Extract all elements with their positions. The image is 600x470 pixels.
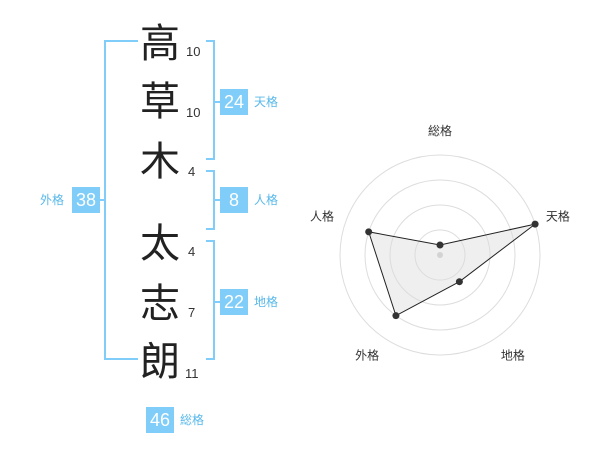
soukaku-value: 46: [146, 407, 174, 433]
jinkaku-value: 8: [220, 187, 248, 213]
radar-point: [436, 241, 444, 249]
radar-axis-label: 総格: [428, 123, 452, 138]
radar-point: [365, 228, 373, 236]
kanji-char-3: 木: [140, 139, 180, 185]
chikaku-label: 地格: [254, 295, 279, 309]
kanji-char-5: 志: [140, 281, 180, 327]
radar-axis-label: 地格: [501, 347, 525, 362]
kanji-strokes-5: 7: [188, 305, 196, 320]
radar-point: [392, 312, 400, 320]
kanji-strokes-4: 4: [188, 244, 196, 259]
kanji-strokes-1: 10: [186, 44, 201, 59]
radar-point: [455, 278, 463, 286]
kanji-char-6: 朗: [140, 339, 180, 385]
radar-polygon: [367, 223, 536, 317]
gaikaku-label: 外格: [40, 193, 65, 207]
kanji-strokes-6: 11: [185, 366, 199, 381]
radar-grid: [339, 154, 541, 356]
kanji-strokes-3: 4: [188, 164, 196, 179]
radar-ring: [389, 204, 491, 306]
kanji-char-2: 草: [140, 79, 180, 125]
kanji-char-1: 高: [140, 21, 180, 67]
kanji-char-4: 太: [140, 221, 180, 267]
radar-ring: [414, 229, 466, 281]
tenkaku-value: 24: [220, 89, 248, 115]
radar-ring: [364, 179, 516, 331]
gaikaku-value: 38: [72, 187, 100, 213]
radar-axis-label: 外格: [355, 347, 379, 362]
tenkaku-label: 天格: [254, 95, 279, 109]
soukaku-label: 総格: [180, 413, 205, 427]
jinkaku-label: 人格: [254, 193, 279, 207]
radar-center-dot: [437, 252, 443, 258]
radar-ring: [339, 154, 541, 356]
radar-point: [531, 220, 539, 228]
radar-axis-label: 人格: [310, 209, 334, 224]
radar-points: [365, 220, 539, 320]
kanji-strokes-2: 10: [186, 105, 201, 120]
chikaku-value: 22: [220, 289, 248, 315]
radar-axis-label: 天格: [546, 209, 570, 224]
